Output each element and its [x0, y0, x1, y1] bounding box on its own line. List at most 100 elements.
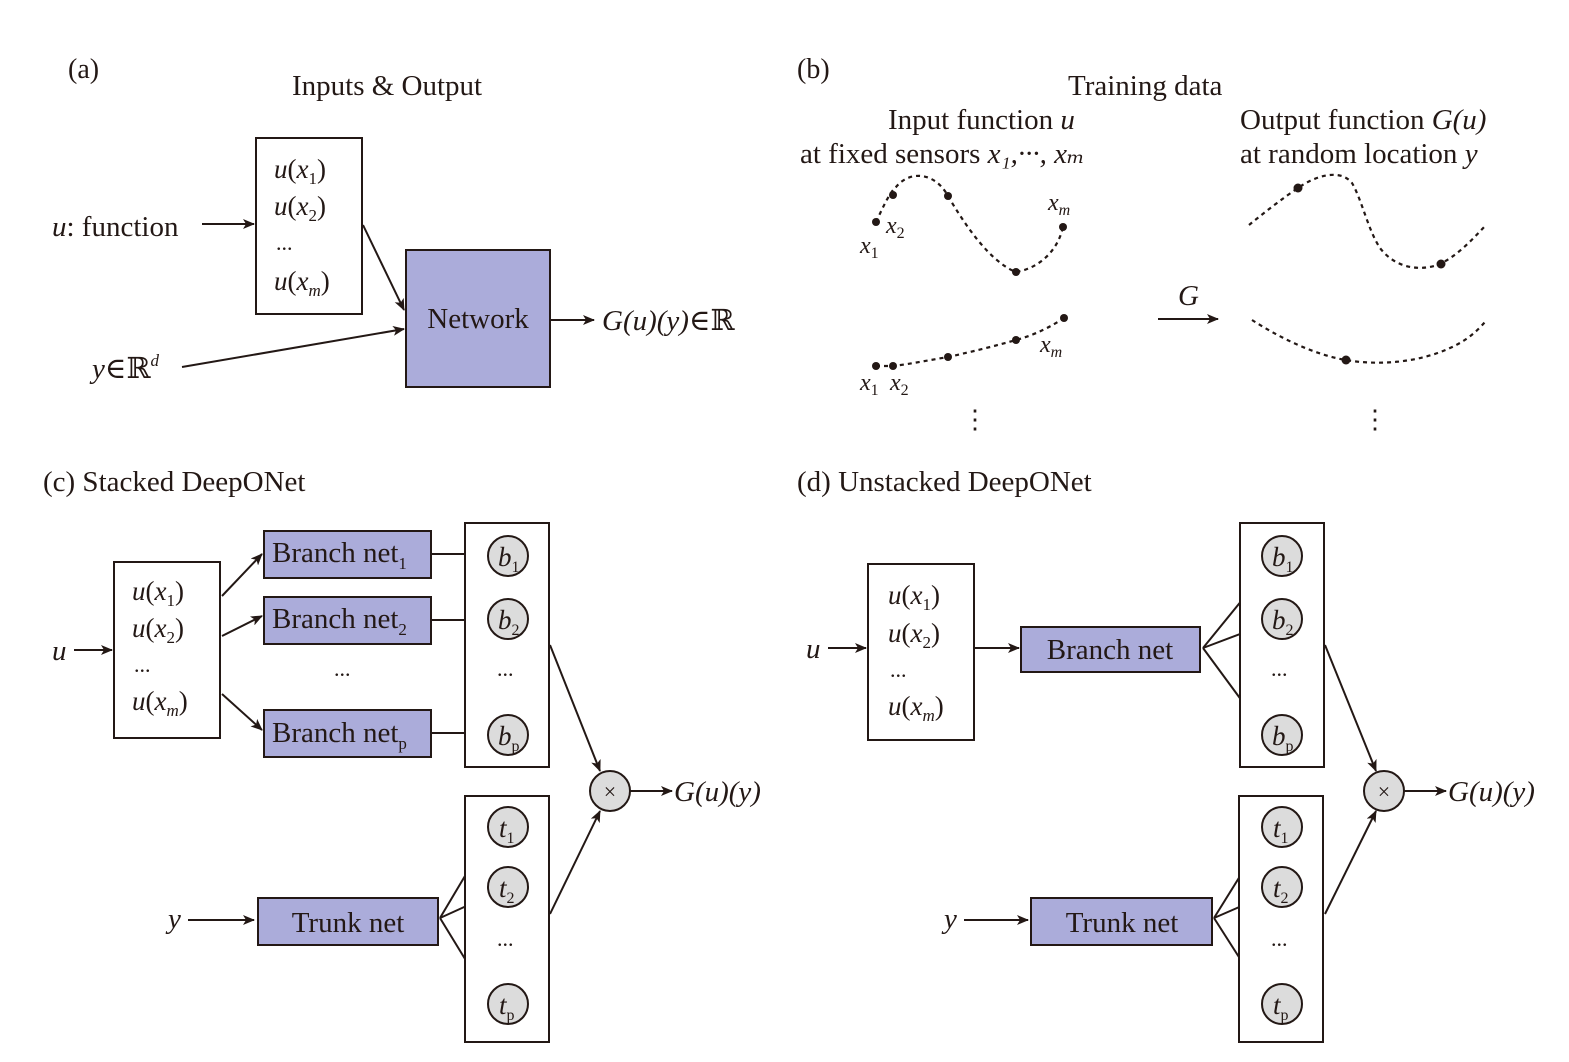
branch-net-2-label: Branch net2 — [272, 603, 407, 639]
location-point — [1293, 183, 1303, 193]
sensor-value: u(x2) — [132, 613, 184, 647]
trunk-net-box — [257, 897, 439, 946]
panel-b-title: Training data — [1068, 70, 1223, 102]
sensor-label-xm: xm — [1039, 332, 1062, 361]
sensor-ellipsis: ... — [134, 652, 151, 677]
branch-net-1-box — [263, 530, 432, 579]
panel-b-label: (b) — [797, 54, 830, 85]
sensor-value: u(x1) — [274, 154, 326, 188]
input-u-label: u: function — [52, 211, 179, 243]
node-t2 — [487, 866, 529, 908]
location-point — [1341, 355, 1351, 365]
node-tp — [1261, 983, 1303, 1025]
node-bp-label: bp — [498, 721, 520, 755]
input-y-label: y — [941, 903, 957, 935]
sensor-point — [872, 362, 880, 370]
node-b2-label: b2 — [1272, 605, 1294, 639]
node-t1 — [1261, 806, 1303, 848]
vertical-ellipsis: ⋮ — [962, 405, 988, 434]
input-y-label: y∈ℝd — [89, 351, 159, 385]
panel-d-label: (d) Unstacked DeepONet — [797, 466, 1092, 498]
node-b1 — [1261, 535, 1303, 577]
node-bp-label: bp — [1272, 721, 1294, 755]
sensor-point — [1012, 336, 1020, 344]
branch-net-label: Branch net — [1047, 634, 1173, 666]
sensor-value: u(x2) — [274, 191, 326, 225]
branch-net-box — [1020, 626, 1201, 673]
panel-a-label: (a) — [68, 54, 99, 85]
input-y-label: y — [165, 903, 181, 935]
panel-c: (c) Stacked DeepONet u u(x1) u(x2) ... u… — [43, 466, 761, 1043]
location-point — [1436, 259, 1446, 269]
panel-c-label: (c) Stacked DeepONet — [43, 466, 306, 498]
input-u-label: u — [806, 633, 821, 665]
trunk-net-box — [1030, 897, 1213, 946]
sensor-point — [889, 362, 897, 370]
sensor-point — [944, 353, 952, 361]
branch-net-p-label: Branch netp — [272, 717, 407, 753]
branch-net-1-label: Branch net1 — [272, 537, 407, 573]
arrow-trunk-to-product — [549, 810, 601, 915]
sensor-value: u(x1) — [132, 576, 184, 610]
node-ellipsis: ... — [1271, 656, 1288, 681]
node-b1 — [487, 535, 529, 577]
node-b2 — [1261, 598, 1303, 640]
network-box — [405, 249, 551, 388]
network-label: Network — [427, 303, 529, 335]
sensor-label-x1: x1 — [859, 370, 879, 399]
arrow-sensors-to-network — [362, 224, 405, 311]
random-location-heading: at random location y — [1240, 138, 1478, 170]
arrow-trunk-to-product — [1324, 810, 1377, 915]
branch-ellipsis: ... — [334, 656, 351, 681]
sensor-point — [1060, 314, 1068, 322]
output-function-curve — [1251, 319, 1486, 364]
node-ellipsis: ... — [1271, 926, 1288, 951]
input-function-heading: Input function u — [888, 104, 1075, 136]
node-tp-label: tp — [499, 990, 515, 1024]
sensor-point — [1059, 223, 1067, 231]
node-bp — [1261, 714, 1303, 756]
branch-net-p-box — [263, 709, 432, 758]
node-t1 — [487, 806, 529, 848]
node-t2-label: t2 — [499, 873, 515, 907]
panel-a-title: Inputs & Output — [292, 70, 482, 102]
sensor-values: u(x1) u(x2) ... u(xm) — [274, 154, 330, 300]
panel-a: (a) Inputs & Output u(x1) u(x2) ... u(xm… — [52, 54, 735, 388]
trunk-net-label: Trunk net — [1066, 907, 1179, 939]
node-bp — [487, 714, 529, 756]
sensor-value: u(xm) — [132, 686, 188, 720]
product-symbol: × — [1378, 779, 1390, 804]
node-t2-label: t2 — [1273, 873, 1289, 907]
node-b2-label: b2 — [498, 605, 520, 639]
arrow-to-branch-net-p — [221, 693, 263, 731]
node-ellipsis: ... — [497, 656, 514, 681]
arrow-y-to-network — [181, 325, 405, 368]
panel-b: (b) Training data Input function u at fi… — [797, 54, 1486, 434]
node-b2 — [487, 598, 529, 640]
node-t2 — [1261, 866, 1303, 908]
sensor-value: u(x1) — [888, 580, 940, 614]
output-label: G(u)(y) — [674, 776, 761, 808]
sensor-ellipsis: ... — [276, 230, 293, 255]
arrow-to-branch-net-1 — [221, 553, 263, 597]
panel-d: (d) Unstacked DeepONet u u(x1) u(x2) ...… — [797, 466, 1535, 1043]
sensor-value: u(x2) — [888, 618, 940, 652]
node-t1-label: t1 — [1273, 813, 1289, 847]
output-label: G(u)(y)∈ℝ — [602, 305, 735, 337]
input-u-label: u — [52, 635, 67, 667]
node-b1-label: b1 — [1272, 542, 1294, 576]
node-tp — [487, 983, 529, 1025]
output-function-heading: Output function G(u) — [1240, 104, 1486, 136]
arrow-branch-to-product — [549, 644, 601, 772]
operator-g-label: G — [1178, 280, 1199, 312]
sensor-label-xm: xm — [1047, 190, 1070, 219]
sensor-point — [872, 218, 880, 226]
sensor-box — [113, 561, 221, 739]
sensor-box — [255, 137, 363, 315]
node-t1-label: t1 — [499, 813, 515, 847]
sensor-point — [889, 191, 897, 199]
product-symbol: × — [604, 779, 616, 804]
input-function-curve — [875, 174, 1065, 274]
output-function-curve — [1248, 173, 1486, 269]
